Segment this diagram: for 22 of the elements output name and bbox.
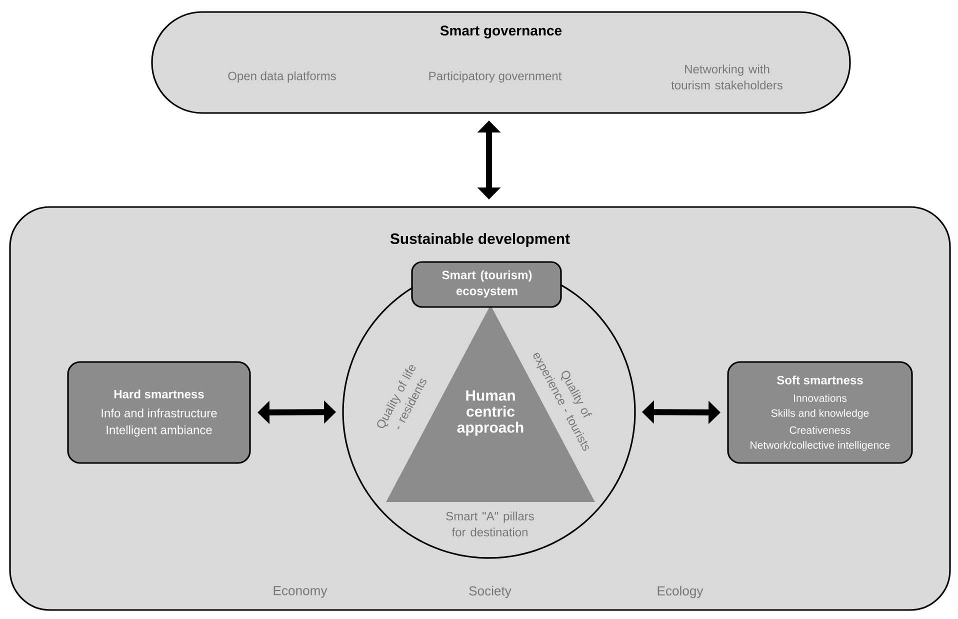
list-item: Open data platforms — [228, 71, 336, 83]
box-item: Skills and knowledge — [771, 409, 869, 419]
panel-heading: Sustainable development — [390, 233, 570, 247]
box-heading: Hard smartness — [114, 390, 204, 398]
rounded-box — [67, 361, 251, 464]
panel-heading: Smart governance — [440, 26, 562, 38]
box-item: Info and infrastructure — [102, 408, 217, 418]
pillar-label: Ecology — [658, 586, 704, 598]
circle-label: Smart "A" pillars for destination — [446, 512, 534, 536]
box-item: Intelligent ambiance — [106, 425, 212, 437]
list-item: Networking with tourism stakeholders — [671, 64, 782, 90]
list-item: Participatory government — [429, 71, 562, 83]
pillar-label: Society — [469, 586, 512, 598]
box-heading: Smart (tourism) ecosystem — [442, 270, 532, 298]
label-box — [411, 261, 562, 308]
pillar-label: Economy — [274, 586, 328, 598]
box-heading: Soft smartness — [777, 376, 863, 384]
box-item: Network/collective intelligence — [750, 441, 890, 451]
box-item: Innovations — [794, 394, 847, 402]
rounded-box — [727, 361, 913, 464]
rounded-panel — [151, 11, 851, 114]
box-item: Creativeness — [790, 426, 850, 434]
